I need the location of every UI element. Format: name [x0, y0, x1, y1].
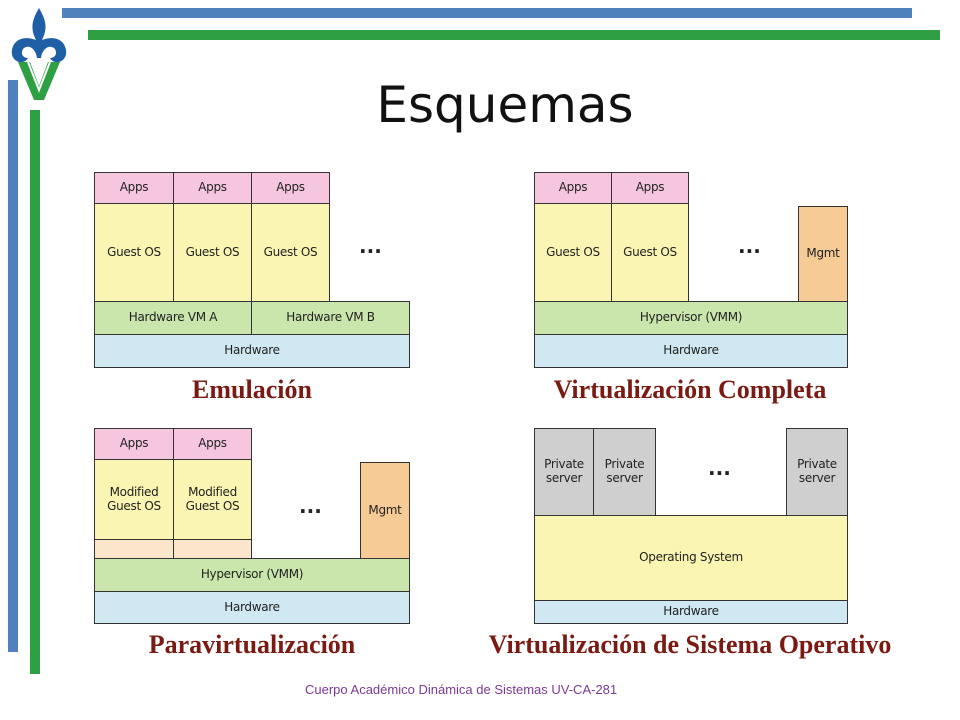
footer-text: Cuerpo Académico Dinámica de Sistemas UV… [305, 682, 618, 697]
slide-title: Esquemas [376, 76, 634, 134]
os-virtualization-diagram: Private server Private server ... Privat… [534, 428, 848, 624]
mgmt-block: Mgmt [360, 462, 410, 559]
apps-block: Apps [534, 172, 612, 204]
apps-block: Apps [251, 172, 330, 204]
top-accent-bar-blue [62, 8, 912, 18]
top-accent-bar-green [88, 30, 940, 40]
ellipsis: ... [738, 234, 761, 258]
full-virtualization-caption: Virtualización Completa [553, 375, 827, 404]
mgmt-block: Mgmt [798, 206, 848, 302]
emulation-caption: Emulación [192, 375, 312, 404]
private-server-block: Private server [593, 428, 656, 516]
ellipsis: ... [299, 494, 322, 518]
hypervisor-block: Hypervisor (VMM) [534, 301, 848, 335]
hardware-block: Hardware [94, 591, 410, 624]
ellipsis: ... [708, 456, 731, 480]
apps-block: Apps [94, 428, 174, 460]
hypervisor-block: Hypervisor (VMM) [94, 558, 410, 592]
paravirtualization-caption: Paravirtualización [148, 630, 356, 659]
apps-block: Apps [94, 172, 174, 204]
guest-os-block: Guest OS [611, 203, 689, 302]
guest-os-block: Guest OS [173, 203, 252, 302]
guest-lower-block [94, 539, 174, 559]
emulation-diagram: Apps Apps Apps Guest OS Guest OS Guest O… [94, 172, 410, 368]
hardware-block: Hardware [534, 600, 848, 624]
guest-lower-block [173, 539, 252, 559]
os-virtualization-caption: Virtualización de Sistema Operativo [488, 630, 892, 659]
guest-os-block: Guest OS [94, 203, 174, 302]
left-accent-bar-blue [8, 80, 18, 652]
hardware-block: Hardware [534, 334, 848, 368]
fleur-de-lis-v-logo [6, 6, 72, 102]
paravirtualization-diagram: Apps Apps Modified Guest OS Modified Gue… [94, 428, 410, 624]
apps-block: Apps [173, 428, 252, 460]
hardware-vm-b-block: Hardware VM B [251, 301, 410, 335]
hardware-vm-a-block: Hardware VM A [94, 301, 252, 335]
guest-os-block: Guest OS [534, 203, 612, 302]
guest-os-block: Guest OS [251, 203, 330, 302]
left-accent-bar-green [30, 110, 40, 674]
modified-guest-os-block: Modified Guest OS [173, 459, 252, 540]
apps-block: Apps [611, 172, 689, 204]
apps-block: Apps [173, 172, 252, 204]
ellipsis: ... [359, 234, 382, 258]
modified-guest-os-block: Modified Guest OS [94, 459, 174, 540]
hardware-block: Hardware [94, 334, 410, 368]
operating-system-block: Operating System [534, 515, 848, 601]
full-virtualization-diagram: Apps Apps Guest OS Guest OS ... Mgmt Hyp… [534, 172, 848, 368]
private-server-block: Private server [786, 428, 848, 516]
private-server-block: Private server [534, 428, 594, 516]
